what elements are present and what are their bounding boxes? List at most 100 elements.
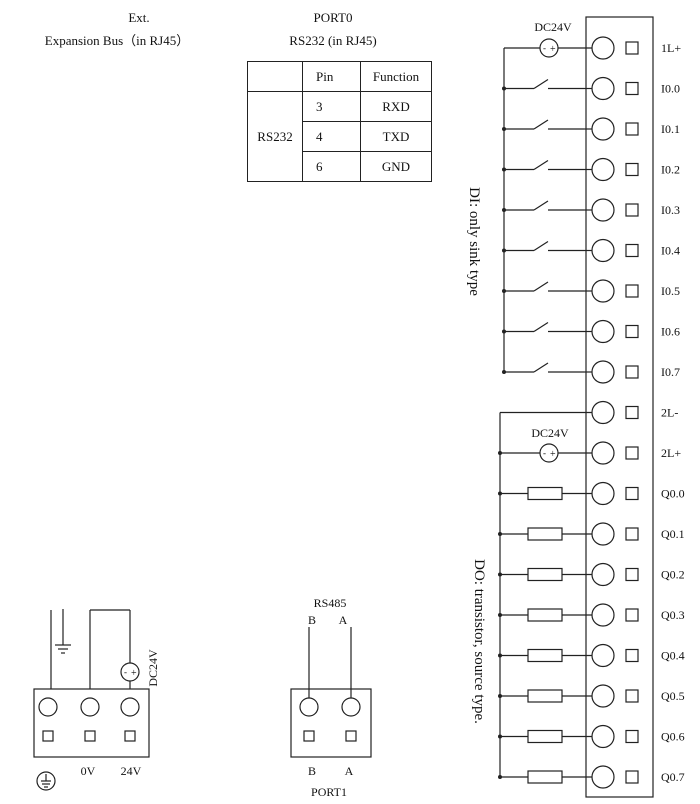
switch-contact	[533, 78, 549, 90]
connector-slot-icon	[42, 730, 54, 742]
connector-screw-icon	[38, 697, 58, 717]
terminal-label: Q0.4	[661, 649, 685, 663]
connector-slot-icon	[345, 730, 357, 742]
connector-slot-icon	[84, 730, 96, 742]
rs485-a-label: A	[339, 613, 348, 627]
terminal-screw-icon	[591, 441, 615, 465]
terminal-slot-icon	[625, 324, 639, 339]
terminal-label: I0.4	[661, 244, 680, 258]
v24-label: 24V	[121, 764, 142, 778]
power-connector	[33, 688, 150, 758]
connector-slot-icon	[124, 730, 136, 742]
terminal-slot-icon	[625, 608, 639, 622]
connector-screw-icon	[120, 697, 140, 717]
terminal-label: Q0.0	[661, 487, 685, 501]
terminal-screw-icon	[591, 481, 615, 506]
function-cell: RXD	[360, 91, 432, 122]
switch-contact	[533, 240, 549, 252]
plus-sign: +	[550, 449, 556, 460]
terminal-label: Q0.5	[661, 689, 685, 703]
table-header-row: Pin Function	[247, 61, 432, 92]
minus-sign: -	[124, 667, 127, 677]
terminal-screw-icon	[591, 643, 615, 668]
resistor-icon	[527, 770, 563, 784]
pin-cell: 6	[302, 151, 361, 182]
terminal-screw-icon	[591, 522, 615, 546]
terminal-label: 2L-	[661, 406, 678, 420]
table-header-cell	[247, 61, 303, 92]
table-row: RS232 3 RXD	[247, 91, 432, 182]
terminal-screw-icon	[591, 724, 615, 749]
terminal-slot-icon	[625, 729, 639, 744]
terminal-label: I0.2	[661, 163, 680, 177]
terminal-screw-icon	[591, 360, 615, 384]
plus-sign: +	[550, 44, 556, 55]
terminal-screw-icon	[591, 198, 615, 222]
terminal-slot-icon	[625, 162, 639, 177]
terminal-slot-icon	[625, 446, 639, 460]
terminal-slot-icon	[625, 41, 639, 55]
terminal-slot-icon	[625, 405, 639, 420]
terminal-label: 2L+	[661, 446, 681, 460]
terminal-label: Q0.1	[661, 527, 685, 541]
terminal-label: I0.0	[661, 82, 680, 96]
terminal-label: I0.7	[661, 365, 680, 379]
resistor-icon	[527, 527, 563, 541]
terminal-screw-icon	[591, 157, 615, 182]
zero-v-label: 0V	[81, 764, 96, 778]
switch-contact	[533, 200, 549, 211]
table-row: 4 TXD	[248, 121, 432, 152]
terminal-screw-icon	[591, 765, 615, 789]
terminal-label: I0.1	[661, 122, 680, 136]
port0-rs232-label: RS232 (in RJ45)	[289, 33, 377, 48]
plus-sign: +	[131, 668, 137, 679]
terminal-screw-icon	[591, 684, 615, 708]
terminal-label: Q0.7	[661, 770, 685, 784]
terminal-label: Q0.6	[661, 730, 685, 744]
function-cell: GND	[360, 151, 432, 182]
terminal-screw-icon	[591, 279, 615, 303]
table-header-function: Function	[360, 61, 432, 92]
terminal-slot-icon	[625, 81, 639, 96]
terminal-slot-icon	[625, 567, 639, 582]
terminal-label: 1L+	[661, 41, 681, 55]
di-supply-label: DC24V	[534, 20, 572, 34]
terminal-slot-icon	[625, 365, 639, 379]
terminal-screw-icon	[591, 76, 615, 101]
terminal-slot-icon	[625, 486, 639, 501]
resistor-icon	[527, 608, 563, 622]
connector-screw-icon	[80, 697, 100, 717]
terminal-block	[585, 16, 654, 798]
switch-contact	[533, 362, 549, 373]
port0-label: PORT0	[313, 10, 353, 25]
pin-cell: 4	[302, 121, 361, 152]
resistor-icon	[527, 486, 563, 501]
connector-slot-icon	[303, 730, 315, 742]
function-cell: TXD	[360, 121, 432, 152]
terminal-slot-icon	[625, 203, 639, 217]
terminal-slot-icon	[625, 284, 639, 298]
terminal-screw-icon	[591, 117, 615, 141]
port1-b-label: B	[308, 764, 316, 778]
port1-connector	[290, 688, 372, 758]
connector-screw-icon	[299, 697, 319, 717]
terminal-screw-icon	[591, 603, 615, 627]
minus-sign: -	[543, 448, 546, 458]
ext-label: Ext.	[128, 10, 150, 25]
terminal-slot-icon	[625, 122, 639, 136]
terminal-slot-icon	[625, 527, 639, 541]
terminal-label: I0.6	[661, 325, 680, 339]
table-row: 6 GND	[248, 151, 432, 182]
terminal-label: Q0.2	[661, 568, 685, 582]
terminal-screw-icon	[591, 319, 615, 344]
table-header-pin: Pin	[302, 61, 361, 92]
port1-label: PORT1	[311, 785, 347, 799]
rs232-group-label: RS232	[247, 91, 303, 182]
terminal-slot-icon	[625, 770, 639, 784]
power-supply-label: DC24V	[146, 649, 160, 687]
junction-dot	[498, 451, 502, 455]
terminal-slot-icon	[625, 243, 639, 258]
terminal-label: I0.3	[661, 203, 680, 217]
